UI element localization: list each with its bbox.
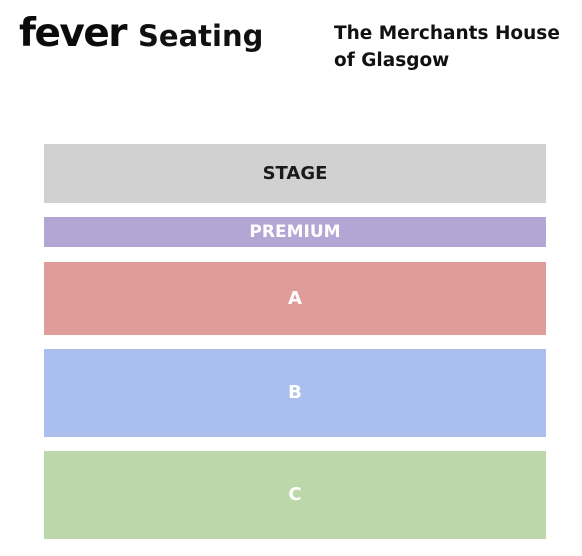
stage-area: STAGE [44,144,546,203]
zone-a[interactable]: A [44,262,546,335]
header: fever Seating The Merchants House of Gla… [0,0,582,90]
zone-b[interactable]: B [44,349,546,437]
zone-premium[interactable]: PREMIUM [44,217,546,247]
stage-label: STAGE [262,162,328,184]
zone-b-label: B [288,382,302,403]
zone-premium-label: PREMIUM [249,221,341,242]
fever-logo: fever [19,11,128,56]
venue-name: The Merchants House of Glasgow [334,20,579,74]
venue-name-line-2: of Glasgow [334,50,450,71]
brand-label: Seating [138,19,264,53]
brand: fever Seating [19,14,263,53]
zone-c[interactable]: C [44,451,546,539]
venue-name-line-1: The Merchants House [334,23,560,44]
zone-a-label: A [288,287,302,309]
zone-c-label: C [288,484,302,505]
